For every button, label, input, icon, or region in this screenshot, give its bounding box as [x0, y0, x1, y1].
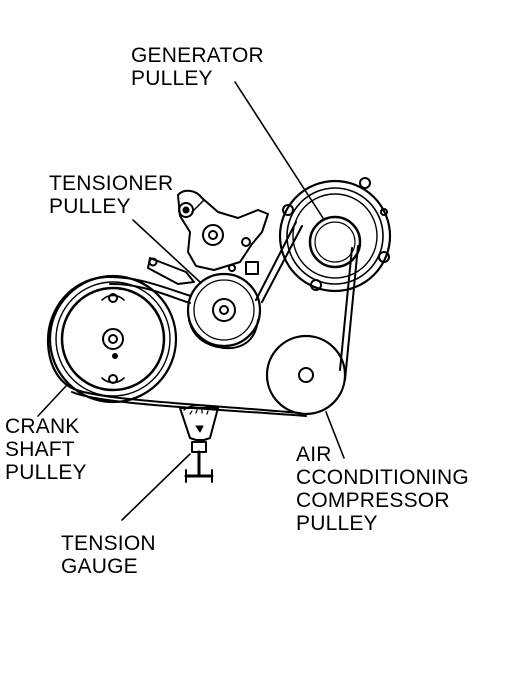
generator-label-line-2: PULLEY: [131, 67, 213, 90]
crankshaft-label-line-2: SHAFT: [5, 438, 75, 461]
ac-compressor-pulley-label: AIR CCONDITIONING COMPRESSOR PULLEY: [296, 443, 469, 535]
tensioner-label-line-2: PULLEY: [49, 195, 131, 218]
tensioner-label-line-1: TENSIONER: [49, 172, 174, 195]
crankshaft-label-line-1: CRANK: [5, 415, 80, 438]
crankshaft-leader-line: [37, 385, 67, 417]
ac-compressor-pulley: [265, 334, 347, 416]
ac-label-line-2: CCONDITIONING: [296, 466, 469, 489]
crankshaft-label-line-3: PULLEY: [5, 461, 87, 484]
leader-lines: [37, 81, 345, 521]
tensioner-bracket: [147, 189, 269, 285]
tension-gauge-label-line-2: GAUGE: [61, 555, 138, 578]
ac-label-line-3: COMPRESSOR: [296, 489, 450, 512]
tension-gauge: [179, 404, 219, 483]
tension-gauge-label: TENSION GAUGE: [61, 532, 156, 578]
tension-gauge-leader-line: [121, 453, 191, 521]
ac-label-line-4: PULLEY: [296, 512, 378, 535]
tensioner-pulley-label: TENSIONER PULLEY: [49, 172, 173, 218]
generator-leader-line: [234, 81, 324, 219]
generator-label-line-1: GENERATOR: [131, 44, 264, 67]
crankshaft-pulley-label: CRANK SHAFT PULLEY: [5, 415, 87, 484]
drive-belt: [46, 221, 359, 417]
crankshaft-pulley: [48, 274, 178, 404]
tensioner-pulley: [186, 272, 262, 348]
ac-label-line-1: AIR: [296, 443, 332, 466]
tension-gauge-label-line-1: TENSION: [61, 532, 156, 555]
tensioner-leader-line: [132, 219, 201, 283]
generator-pulley: [278, 177, 392, 293]
ac-compressor-leader-line: [325, 411, 345, 459]
generator-pulley-label: GENERATOR PULLEY: [131, 44, 264, 90]
